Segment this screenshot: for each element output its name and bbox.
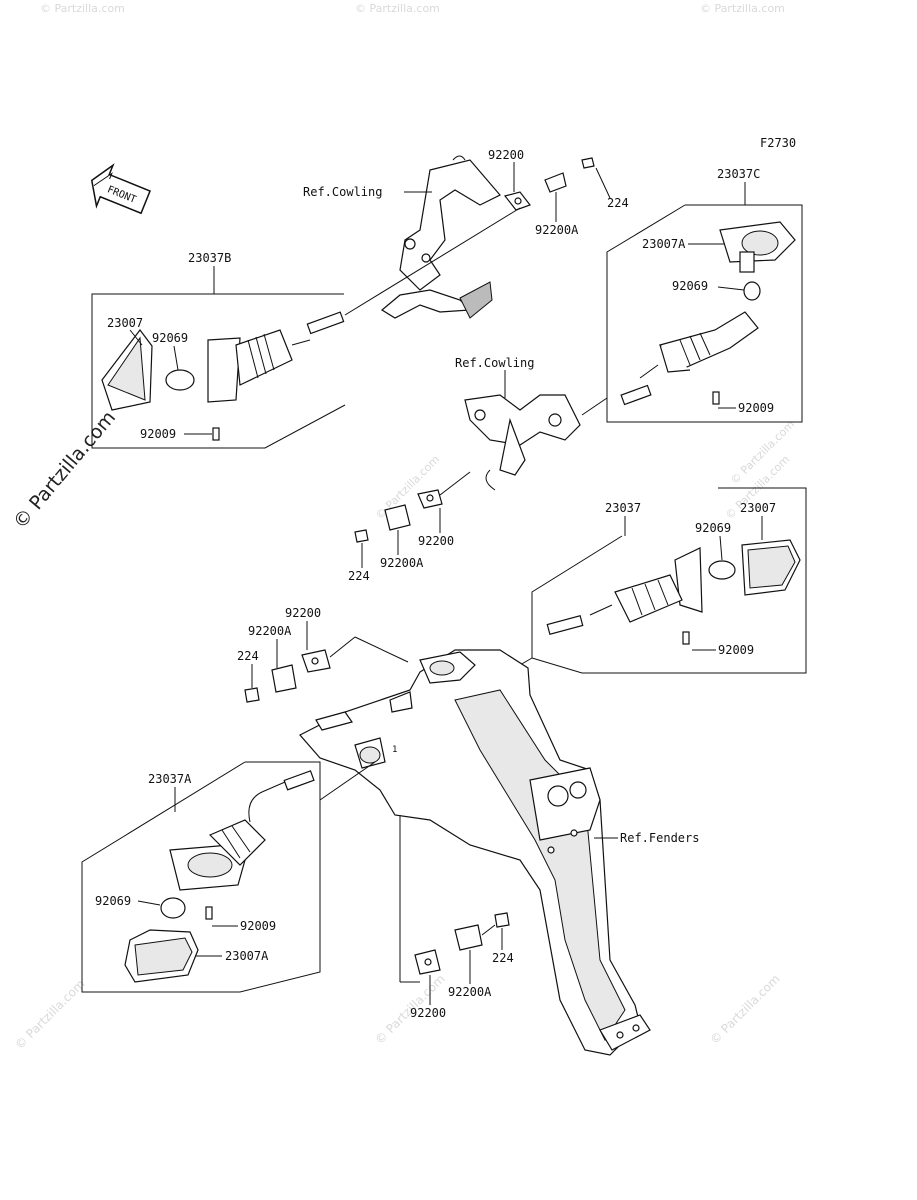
label-23037A: 23037A [148, 772, 192, 786]
mid-hardware [354, 489, 443, 543]
group-box-23037 [531, 487, 807, 674]
ref-fenders-label: Ref.Fenders [620, 831, 699, 845]
label-224-left: 224 [237, 649, 259, 663]
label-23037B: 23037B [188, 251, 231, 265]
turn-signal-23037C [620, 221, 796, 406]
turn-signal-23037B [101, 311, 345, 441]
label-92200A-mid: 92200A [380, 556, 424, 570]
label-92069-r: 92069 [695, 521, 731, 535]
rear-fender-assembly: 1 [299, 649, 651, 1056]
label-92009-a: 92009 [240, 919, 276, 933]
label-92200A-top: 92200A [535, 223, 579, 237]
label-23037C: 23037C [717, 167, 760, 181]
left-hardware [244, 649, 331, 703]
bottom-hardware [414, 912, 510, 975]
top-hardware [503, 157, 595, 211]
label-92200-top: 92200 [488, 148, 524, 162]
label-92200A-left: 92200A [248, 624, 292, 638]
label-224-top: 224 [607, 196, 629, 210]
cowling-bracket-top [380, 155, 501, 319]
watermark-faint: © Partzilla.com [373, 453, 442, 522]
turn-signal-23037A [124, 770, 315, 983]
label-23007-b: 23007 [107, 316, 143, 330]
group-box-23037A [81, 761, 321, 993]
label-23007-r: 23007 [740, 501, 776, 515]
label-23007A-a: 23007A [225, 949, 269, 963]
label-92200A-bottom: 92200A [448, 985, 492, 999]
turn-signal-23037 [546, 539, 801, 645]
label-92069-a: 92069 [95, 894, 131, 908]
ref-cowling-mid-label: Ref.Cowling [455, 356, 534, 370]
label-92200-left: 92200 [285, 606, 321, 620]
label-92069-b: 92069 [152, 331, 188, 345]
group-box-23037C [606, 204, 803, 423]
watermark-main: © Partzilla.com [9, 407, 120, 533]
watermark-faint: © Partzilla.com [12, 977, 87, 1052]
label-92200-mid: 92200 [418, 534, 454, 548]
label-23007A-c: 23007A [642, 237, 686, 251]
cowling-bracket-mid [464, 394, 581, 491]
label-92009-b: 92009 [140, 427, 176, 441]
watermark-faint: © Partzilla.com [707, 972, 782, 1047]
label-92200-bottom: 92200 [410, 1006, 446, 1020]
label-224-bottom: 224 [492, 951, 514, 965]
group-box-23037B [91, 293, 346, 449]
label-92009-c: 92009 [738, 401, 774, 415]
watermark-faint: © Partzilla.com [700, 2, 785, 15]
marker-1: 1 [392, 745, 397, 755]
figure-code: F2730 [760, 136, 796, 150]
label-92009-r: 92009 [718, 643, 754, 657]
label-23037: 23037 [605, 501, 641, 515]
front-arrow-icon: FRONT [90, 163, 152, 215]
label-224-mid: 224 [348, 569, 370, 583]
ref-cowling-top-label: Ref.Cowling [303, 185, 382, 199]
watermark-faint: © Partzilla.com [355, 2, 440, 15]
label-92069-c: 92069 [672, 279, 708, 293]
watermark-faint: © Partzilla.com [40, 2, 125, 15]
